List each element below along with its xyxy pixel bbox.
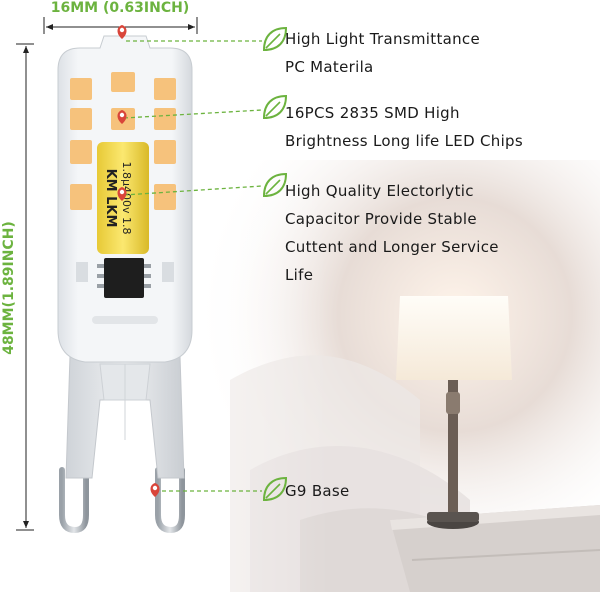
bulb-base [65,355,185,479]
feature-line: G9 Base [285,482,350,500]
feature-line: PC Materila [285,58,374,76]
height-label: 48MM(1.89INCH) [1,221,17,355]
location-pin-icon [117,25,127,39]
callout-lines [123,40,263,492]
feature-line: Capacitor Provide Stable [285,210,477,228]
g9-bulb: 1.8µ400v 1.8 KM LKM [57,35,193,534]
bulb-pins [59,467,185,534]
feature-capacitor: High Quality Electorlytic Capacitor Prov… [285,177,585,289]
leaf-icon [262,26,288,52]
led-chips [70,72,176,210]
feature-line: Life [285,266,314,284]
feature-line: High Quality Electorlytic [285,182,474,200]
driver-ic [76,258,174,298]
feature-pc-material: High Light Transmittance PC Materila [285,25,585,81]
leaf-icon [262,172,288,198]
capacitor-label-2: KM LKM [103,169,118,228]
capacitor-label-1: 1.8µ400v 1.8 [120,162,133,235]
table-lamp [396,296,512,529]
leaf-icon [262,94,288,120]
feature-line: Brightness Long life LED Chips [285,132,523,150]
height-dimension: 48MM(1.89INCH) [1,43,34,531]
feature-g9-base: G9 Base [285,477,585,505]
feature-line: 16PCS 2835 SMD High [285,104,460,122]
leaf-icon [262,476,288,502]
width-label: 16MM (0.63INCH) [51,0,189,16]
feature-led-chips: 16PCS 2835 SMD High Brightness Long life… [285,99,585,155]
feature-line: High Light Transmittance [285,30,480,48]
feature-line: Cuttent and Longer Service [285,238,499,256]
location-pin-icon [150,483,160,497]
location-pin-icon [117,187,127,201]
location-pin-icon [117,110,127,124]
body-rim [92,316,158,324]
